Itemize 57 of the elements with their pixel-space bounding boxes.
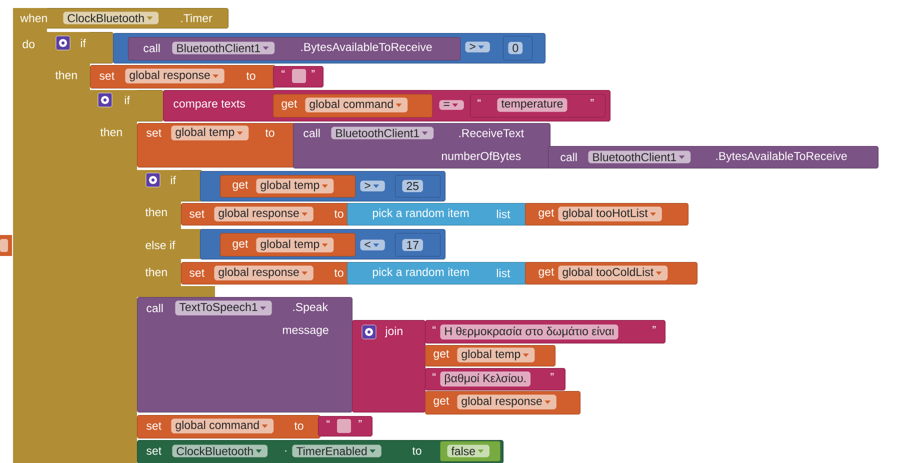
- dropdown-field: global temp: [457, 348, 535, 362]
- number-block: 25: [395, 175, 440, 198]
- pick-random-block: pick a random item list: [347, 203, 528, 226]
- set-variable-block: set global response to: [90, 65, 276, 88]
- number-block: 0: [503, 36, 532, 60]
- get-variable-block: get global tooHotList: [525, 203, 688, 226]
- join-block: join: [352, 320, 426, 412]
- boolean-block: [440, 441, 500, 462]
- dropdown-field: global command: [171, 418, 274, 434]
- node-label: if: [124, 96, 130, 104]
- dropdown-field: BluetoothClient1: [172, 42, 275, 54]
- dropdown-field: TextToSpeech1: [175, 300, 272, 316]
- dropdown-field: BluetoothClient1: [588, 150, 691, 164]
- pick-random-block: pick a random item list: [347, 262, 528, 284]
- text-block: “ βαθμοί Κελσίου. ”: [425, 368, 566, 390]
- method-call-block: call BluetoothClient1 .BytesAvailableToReceive: [548, 146, 879, 168]
- dropdown-field: global temp: [171, 126, 249, 140]
- get-variable-block: get global temp: [425, 345, 556, 366]
- dropdown-field: global response: [457, 394, 556, 410]
- node-label: then: [55, 70, 77, 80]
- get-variable-block: get global tooColdList: [525, 262, 698, 284]
- dropdown-field: =: [439, 100, 464, 110]
- dropdown-field: false: [447, 444, 490, 458]
- set-variable-block: set global command to: [137, 415, 320, 438]
- method-call-block: call BluetoothClient1 .BytesAvailableToReceive: [128, 37, 460, 60]
- dropdown-field: global response: [125, 68, 224, 84]
- method-call-block: call BluetoothClient1 .ReceiveText numberOfBytes: [293, 123, 550, 168]
- set-variable-block: set global response to: [181, 203, 350, 226]
- dropdown-field: BluetoothClient1: [331, 126, 434, 140]
- text-block: “ temperature ”: [470, 94, 606, 118]
- get-variable-block: get global response: [425, 391, 580, 414]
- method-call-block: call TextToSpeech1 .Speak message: [137, 297, 352, 412]
- dropdown-field: global tooColdList: [558, 266, 668, 280]
- dropdown-field: global response: [214, 206, 314, 222]
- get-variable-block: get global command: [273, 94, 432, 118]
- number-block: 17: [395, 233, 440, 256]
- dropdown-field: >: [465, 42, 490, 52]
- node-label: if: [170, 176, 176, 184]
- get-variable-block: get global temp: [220, 233, 356, 256]
- dropdown-field: global response: [214, 266, 314, 280]
- set-variable-block: set global response to: [181, 262, 350, 284]
- dropdown-field: TimerEnabled: [292, 444, 382, 458]
- dropdown-field: global command: [305, 98, 408, 112]
- dropdown-field: global temp: [256, 178, 334, 194]
- set-variable-block: set global temp to: [137, 123, 296, 168]
- dropdown-field: >: [360, 180, 385, 192]
- dropdown-field: global tooHotList: [558, 206, 662, 222]
- dropdown-field: ClockBluetooth: [172, 444, 268, 458]
- get-variable-block: get global temp: [220, 175, 356, 198]
- dropdown-field: global temp: [256, 238, 334, 252]
- dropdown-field: <: [360, 240, 385, 250]
- text-block: “ ”: [318, 416, 372, 436]
- node-label: .Timer: [181, 14, 212, 22]
- text-block: “ ”: [273, 66, 324, 88]
- dropdown-field: ClockBluetooth: [63, 12, 159, 24]
- text-block: “ Η θερμοκρασία στο δωμάτιο είναι ”: [425, 320, 666, 344]
- node-label: if: [80, 38, 86, 48]
